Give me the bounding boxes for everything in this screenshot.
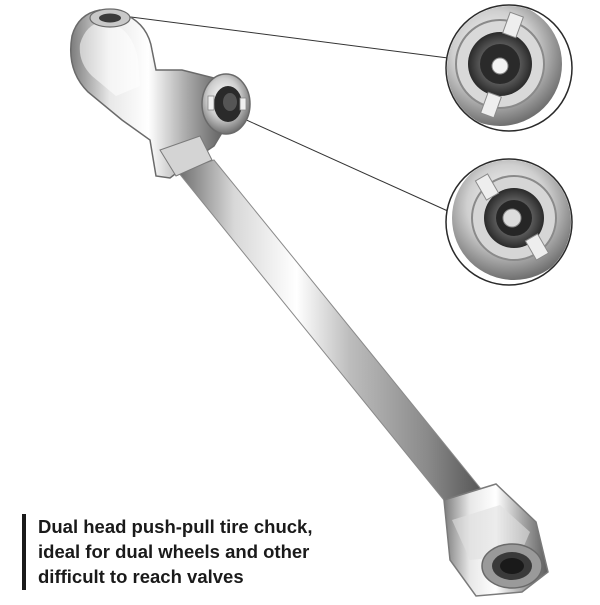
leader-line-top [107,13,449,59]
caption-line-3: difficult to reach valves [38,566,244,587]
callout-top-detail [445,4,573,132]
caption-line-1: Dual head push-pull tire chuck, [38,516,313,537]
caption-line-2: ideal for dual wheels and other [38,541,310,562]
product-caption: Dual head push-pull tire chuck, ideal fo… [22,514,382,590]
hex-fitting [443,483,549,597]
callout-bottom-detail [445,158,573,286]
chuck-head [70,8,251,179]
caption-accent-bar [22,514,26,590]
caption-text: Dual head push-pull tire chuck, ideal fo… [38,514,312,590]
leader-line-bottom [241,117,451,213]
chuck-tube [177,159,491,516]
